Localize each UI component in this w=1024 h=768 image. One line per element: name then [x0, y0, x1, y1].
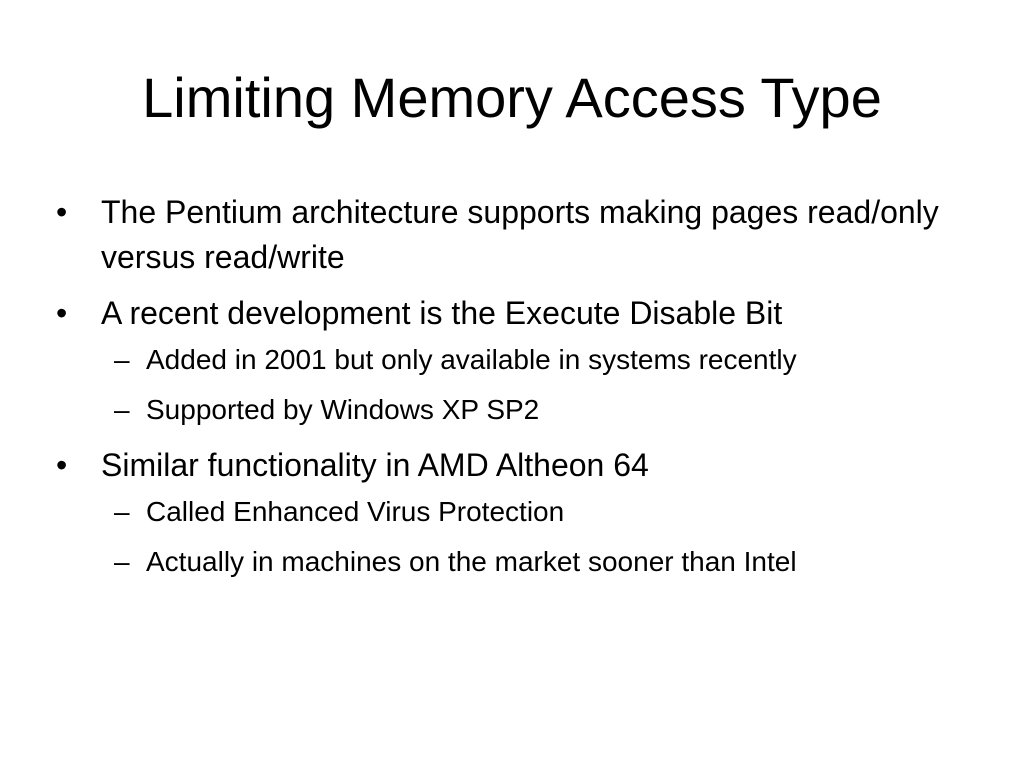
sub-bullet-item: – Added in 2001 but only available in sy… — [56, 341, 986, 379]
bullet-text: Similar functionality in AMD Altheon 64 — [101, 447, 649, 483]
sub-bullet-marker: – — [114, 546, 130, 577]
bullet-item: • The Pentium architecture supports maki… — [56, 190, 986, 280]
slide-body: • The Pentium architecture supports maki… — [56, 190, 986, 595]
sub-bullet-marker: – — [114, 496, 130, 527]
bullet-text: The Pentium architecture supports making… — [101, 194, 939, 275]
sub-bullet-text: Added in 2001 but only available in syst… — [146, 344, 797, 375]
sub-bullet-list: – Added in 2001 but only available in sy… — [56, 341, 986, 429]
sub-bullet-marker: – — [114, 394, 130, 425]
sub-bullet-item: – Supported by Windows XP SP2 — [56, 391, 986, 429]
sub-bullet-text: Actually in machines on the market soone… — [146, 546, 797, 577]
sub-bullet-text: Called Enhanced Virus Protection — [146, 496, 565, 527]
sub-bullet-item: – Actually in machines on the market soo… — [56, 543, 986, 581]
sub-bullet-marker: – — [114, 344, 130, 375]
sub-bullet-item: – Called Enhanced Virus Protection — [56, 493, 986, 531]
bullet-marker: • — [56, 194, 68, 230]
sub-bullet-text: Supported by Windows XP SP2 — [146, 394, 540, 425]
bullet-text: A recent development is the Execute Disa… — [101, 295, 783, 331]
bullet-marker: • — [56, 295, 68, 331]
sub-bullet-list: – Called Enhanced Virus Protection – Act… — [56, 493, 986, 581]
slide-title: Limiting Memory Access Type — [142, 66, 882, 129]
bullet-item: • A recent development is the Execute Di… — [56, 291, 986, 336]
bullet-item: • Similar functionality in AMD Altheon 6… — [56, 443, 986, 488]
bullet-marker: • — [56, 447, 68, 483]
